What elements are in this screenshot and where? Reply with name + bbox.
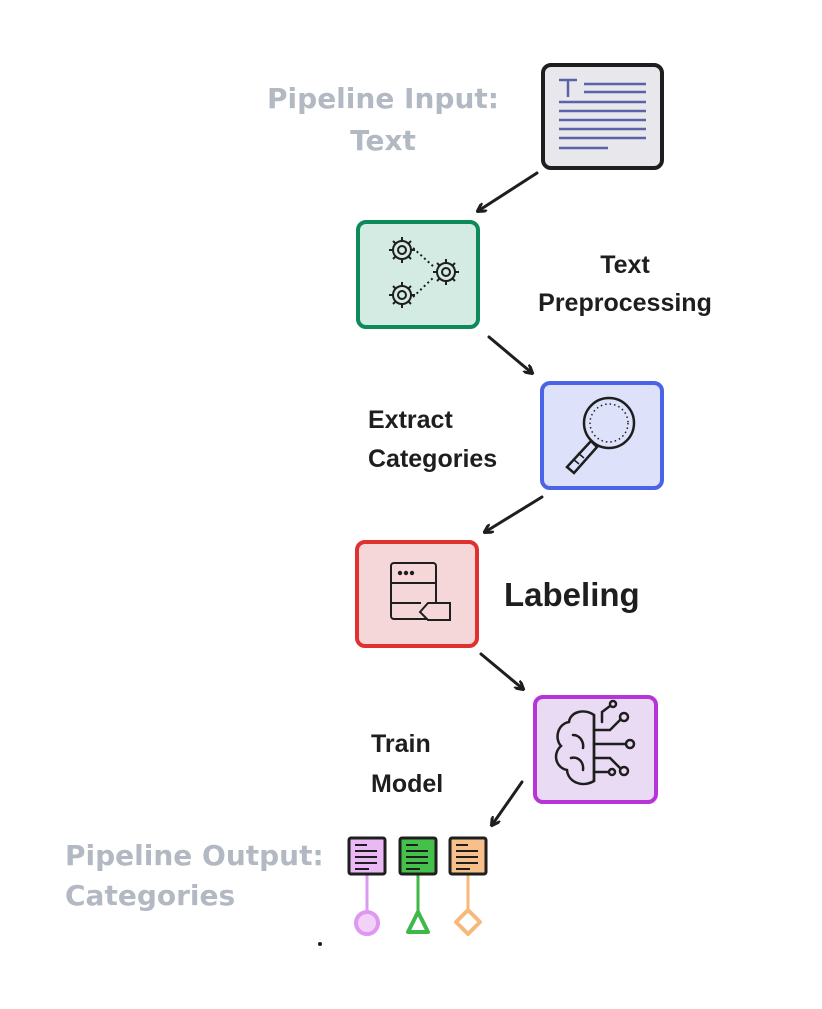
text-document-icon	[541, 63, 664, 170]
step-text-preprocessing	[356, 220, 480, 329]
pipeline-input-sublabel: Text	[350, 124, 416, 157]
arrow-input-to-preprocessing	[478, 171, 539, 211]
arrow-labeling-to-train	[479, 652, 523, 689]
preprocessing-label-line1: Text	[600, 251, 650, 279]
train-label-line1: Train	[371, 730, 431, 758]
arrow-train-to-output	[492, 780, 524, 825]
document-diamond-icon	[448, 836, 488, 936]
preprocessing-label-line2: Preprocessing	[538, 289, 712, 317]
document-triangle-icon	[398, 836, 438, 934]
pipeline-output-sublabel: Categories	[65, 879, 235, 912]
document-circle-icon	[347, 836, 387, 936]
arrow-preprocessing-to-extract	[487, 335, 532, 373]
pipeline-input-label: Pipeline Input:	[267, 82, 499, 115]
pipeline-output-label: Pipeline Output:	[65, 839, 324, 872]
labeling-label: Labeling	[504, 576, 640, 613]
step-extract-categories	[540, 381, 664, 490]
magnifier-icon	[565, 396, 636, 475]
train-label-line2: Model	[371, 770, 443, 798]
step-labeling	[355, 540, 479, 648]
step-train-model	[533, 695, 658, 804]
stray-dot	[318, 942, 322, 946]
brain-circuit-icon	[554, 699, 636, 786]
extract-label-line2: Categories	[368, 445, 497, 473]
label-tag-icon	[390, 562, 451, 621]
arrow-extract-to-labeling	[485, 495, 544, 532]
extract-label-line1: Extract	[368, 406, 453, 434]
gears-icon	[389, 237, 459, 308]
